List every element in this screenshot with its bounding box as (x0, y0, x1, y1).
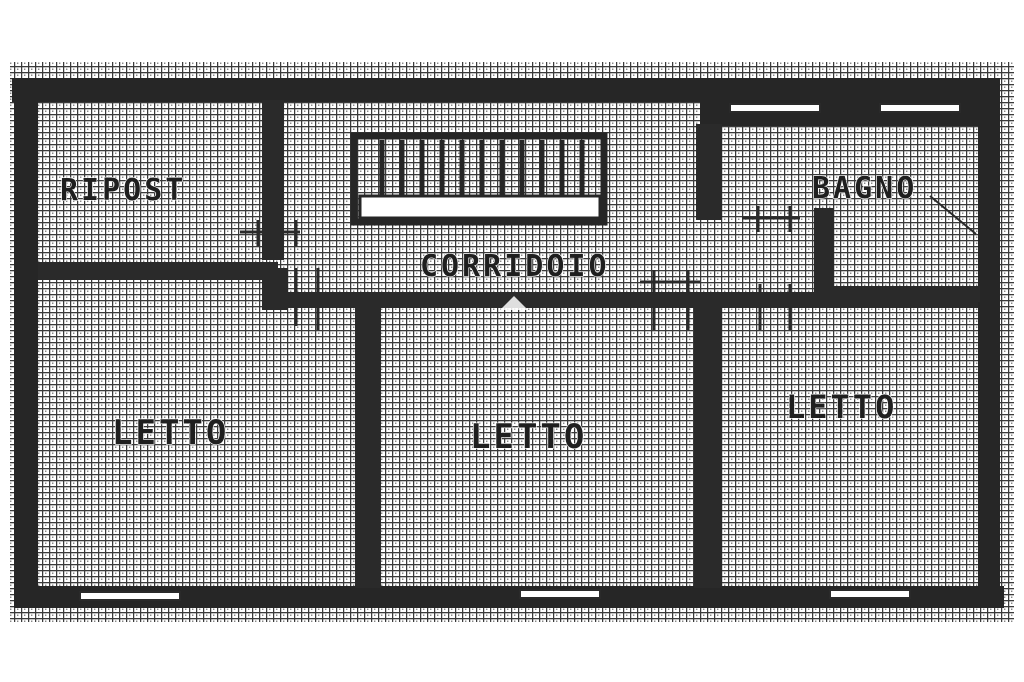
interior-walls (38, 100, 980, 588)
staircase (350, 132, 608, 226)
wall-bed1-right (355, 306, 381, 588)
window-top-2 (879, 103, 961, 113)
room-label-letto-3: LETTO (786, 388, 897, 426)
door-bed2 (640, 270, 700, 330)
wall-bed2-right (694, 302, 722, 588)
wall-bath-stub (814, 208, 834, 298)
wall-ripost-door-jamb (262, 268, 288, 310)
wall-corridor-bottom (288, 292, 978, 308)
room-label-ripost: RIPOST (60, 173, 186, 208)
bath-diagonal-line (929, 195, 977, 235)
staircase-frame (350, 132, 608, 226)
staircase-treads (379, 140, 585, 196)
door-markers (240, 195, 977, 330)
room-label-corridoio: CORRIDOIO (420, 249, 610, 284)
room-label-bagno: BAGNO (812, 171, 917, 206)
room-label-letto-1: LETTO (112, 413, 229, 453)
window-bottom-3 (829, 589, 911, 599)
door-bed1 (294, 268, 330, 330)
wall-ripost-bottom (38, 262, 278, 280)
plan-paper (10, 62, 1014, 622)
wall-bath-left (696, 124, 722, 220)
window-bottom-2 (519, 589, 601, 599)
wall-left (14, 78, 38, 608)
outer-walls (12, 78, 1004, 608)
door-ripost (240, 220, 300, 246)
staircase-base (358, 194, 602, 220)
room-label-letto-2: LETTO (470, 417, 587, 457)
wall-right (978, 100, 1000, 608)
wall-bottom (20, 586, 1004, 608)
wall-bath-bottom (830, 286, 980, 302)
wall-top (12, 78, 1000, 102)
door-bath (742, 206, 800, 232)
room-labels: RIPOST CORRIDOIO BAGNO LETTO LETTO LETTO (59, 170, 917, 457)
window-top-1 (729, 103, 821, 113)
door-bed3 (744, 284, 800, 330)
entry-marker-icon (500, 296, 528, 310)
windows (79, 103, 961, 601)
window-bottom-1 (79, 591, 181, 601)
wall-ripost-right (262, 100, 284, 260)
